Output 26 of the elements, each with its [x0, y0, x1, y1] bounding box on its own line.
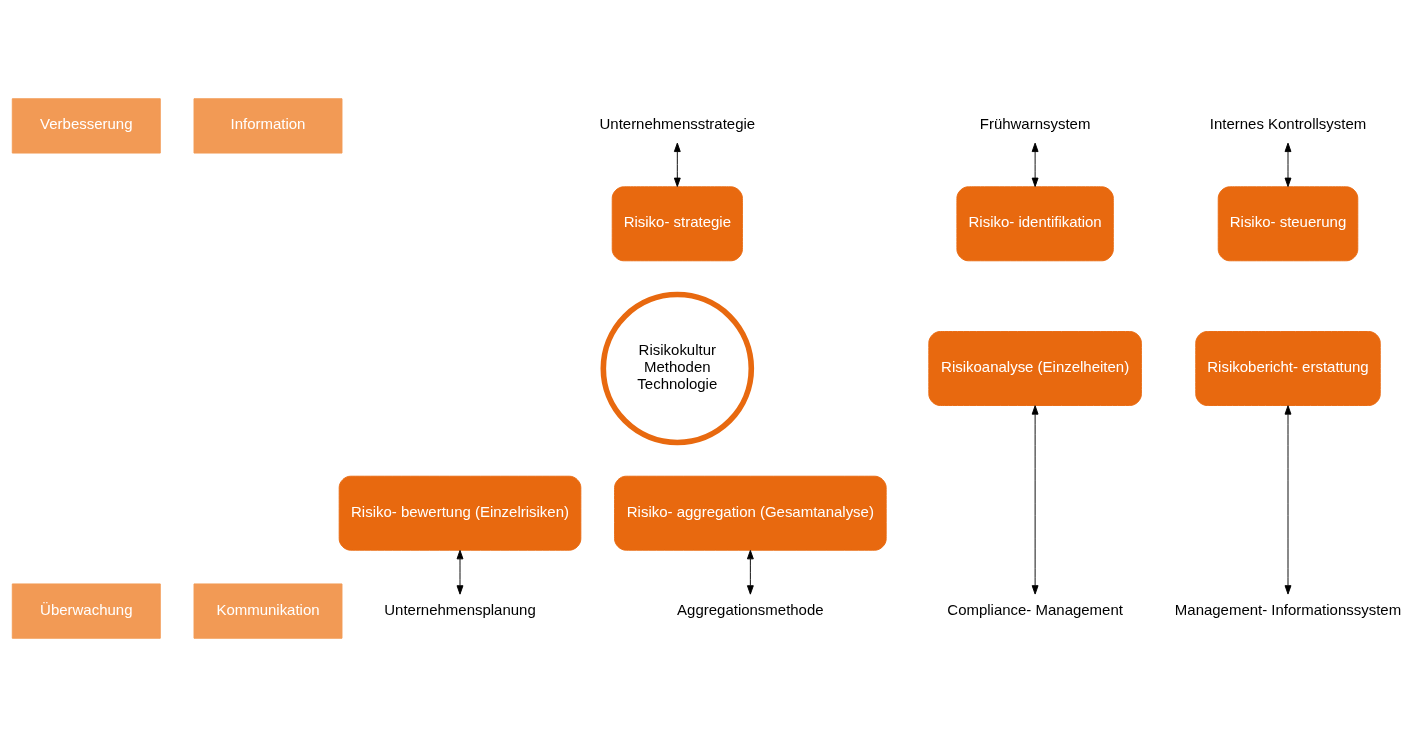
node-text: Unternehmensplanung [384, 600, 536, 618]
node-text: Frühwarnsystem [979, 115, 1091, 133]
arrow [1284, 405, 1292, 595]
node-box: Kommunikation [193, 583, 343, 639]
node-box: Verbesserung [11, 98, 161, 154]
node-box: Risiko- aggregation (Gesamtanalyse) [614, 475, 887, 551]
node-box: Risiko- identifikation [956, 186, 1114, 262]
arrow [673, 142, 681, 187]
node-text: Aggregationsmethode [677, 600, 824, 618]
arrow [1284, 142, 1292, 187]
node-text: Unternehmensstrategie [599, 115, 756, 133]
arrow [1031, 142, 1039, 187]
arrow [1031, 405, 1039, 595]
node-box: Information [193, 98, 343, 154]
node-box: Risiko- steuerung [1217, 186, 1359, 262]
node-circle: Risikokultur Methoden Technologie [600, 291, 755, 446]
node-text: Compliance- Management [947, 600, 1123, 618]
arrow [746, 549, 754, 595]
arrow [456, 549, 464, 595]
node-box: Risiko- bewertung (Einzelrisiken) [338, 475, 582, 551]
node-text: Internes Kontrollsystem [1209, 115, 1367, 133]
node-text: Management- Informationssystem [1174, 600, 1402, 618]
node-box: Risikoanalyse (Einzelheiten) [928, 331, 1142, 406]
node-box: Überwachung [11, 583, 161, 639]
node-box: Risikobericht- erstattung [1195, 331, 1381, 406]
node-box: Risiko- strategie [611, 186, 743, 262]
